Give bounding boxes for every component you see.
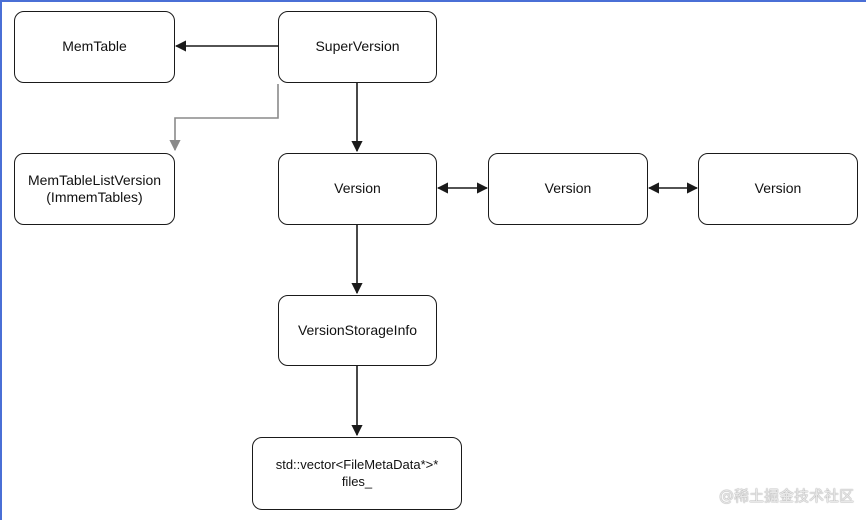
memtable-label: MemTable: [62, 38, 127, 55]
version-current-node: Version: [278, 153, 437, 225]
memtable-node: MemTable: [14, 11, 175, 83]
memtablelistversion-sublabel: (ImmemTables): [46, 189, 143, 205]
files-name-label: files_: [341, 473, 373, 489]
edge-superversion-to-memtablelistversion: [169, 84, 279, 152]
watermark: @稀土掘金技术社区: [718, 487, 854, 505]
version-prev-node: Version: [488, 153, 648, 225]
versionstorageinfo-label: VersionStorageInfo: [297, 321, 418, 338]
superversion-label: SuperVersion: [315, 38, 400, 55]
memtablelistversion-label: MemTableListVersion: [27, 171, 162, 188]
files-type-label: std::vector<FileMetaData*>*: [275, 457, 439, 473]
memtablelistversion-node: MemTableListVersion (ImmemTables): [14, 153, 175, 225]
files-node: std::vector<FileMetaData*>* files_: [252, 437, 462, 510]
version-prev-label: Version: [544, 180, 592, 197]
versionstorageinfo-node: VersionStorageInfo: [278, 295, 437, 366]
version-current-label: Version: [334, 180, 381, 197]
version-next-node: Version: [698, 153, 858, 225]
superversion-node: SuperVersion: [278, 11, 437, 83]
version-next-label: Version: [754, 180, 802, 197]
